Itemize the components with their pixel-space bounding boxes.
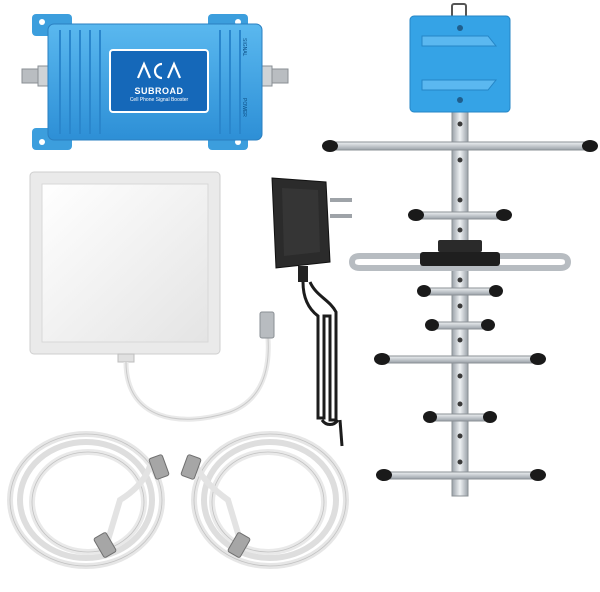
booster-right-connector [261, 65, 289, 87]
reflector-rib [421, 35, 498, 47]
heat-sink-fins [59, 30, 241, 134]
panel-antenna [29, 171, 275, 422]
adapter-coiled-cord [301, 281, 338, 422]
brand-logo-icon [136, 61, 182, 80]
booster-signal-label: SIGNAL [241, 38, 247, 57]
antenna-element [425, 319, 495, 331]
panel-pigtail-edge [125, 337, 269, 420]
driven-element [348, 240, 572, 271]
pigtail-connector [259, 311, 275, 339]
booster-left-connector [21, 65, 49, 87]
adapter-strain-relief [298, 266, 308, 282]
coax-cable-right [191, 431, 349, 569]
coax-connector [148, 454, 170, 480]
panel-port [117, 353, 135, 363]
coax-connector [227, 532, 251, 558]
antenna-element [417, 285, 503, 297]
yagi-antenna [322, 3, 598, 497]
booster-tagline: Cell Phone Signal Booster [129, 97, 189, 103]
antenna-element [423, 411, 497, 423]
antenna-element [408, 209, 512, 221]
adapter-face [282, 188, 320, 256]
coax-cable-left [7, 431, 165, 569]
brand-plate [109, 49, 209, 113]
signal-booster [21, 14, 289, 150]
power-adapter [271, 177, 352, 447]
antenna-element [376, 469, 546, 481]
adapter-cord-end [338, 419, 344, 447]
screw [457, 97, 463, 103]
booster-brand-name: SUBROAD [134, 86, 184, 96]
screw [457, 25, 463, 31]
screw-hole [39, 139, 45, 145]
screw-hole [39, 19, 45, 25]
antenna-element [322, 140, 598, 152]
reflector-rib [421, 79, 498, 91]
boom-rivets [457, 121, 463, 465]
adapter-cord-loop [320, 419, 340, 426]
coax-connector [93, 532, 117, 558]
antenna-element [374, 353, 546, 365]
coax-connector [180, 454, 202, 480]
panel-face [41, 183, 209, 343]
booster-power-label: POWER [241, 98, 247, 117]
plug-prong [330, 198, 352, 202]
plug-prong [330, 214, 352, 218]
